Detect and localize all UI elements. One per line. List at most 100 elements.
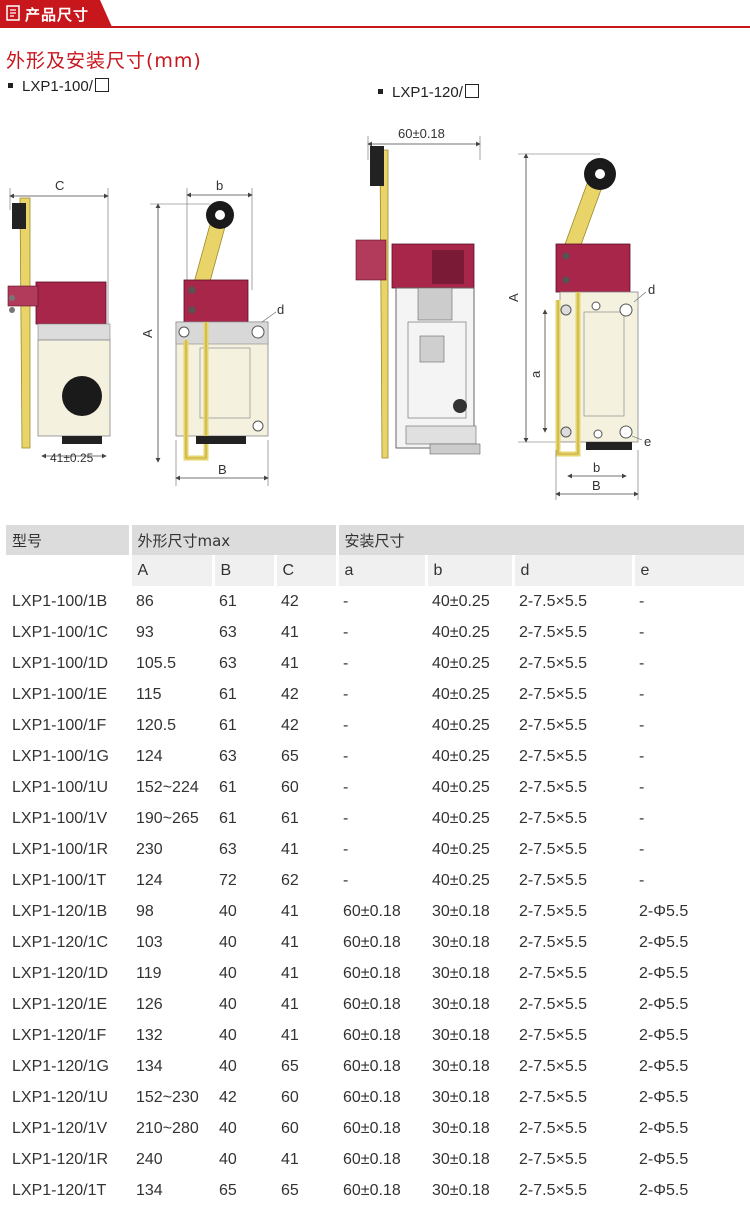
cell-B: 40 xyxy=(219,1119,237,1137)
cell-b: 40±0.25 xyxy=(432,685,490,703)
cell-C: 65 xyxy=(281,747,299,765)
cell-A: 240 xyxy=(136,1150,163,1168)
cell-A: 86 xyxy=(136,592,154,610)
square-placeholder-icon xyxy=(464,84,479,98)
cell-model: LXP1-100/1R xyxy=(12,840,109,858)
spec-table: 型号 外形尺寸max 安装尺寸 A B C a b d e LXP1-100/1… xyxy=(6,525,744,1206)
cell-b: 30±0.18 xyxy=(432,1088,490,1106)
cell-e: 2-Φ5.5 xyxy=(639,933,689,951)
cell-C: 61 xyxy=(281,809,299,827)
cell-b: 40±0.25 xyxy=(432,716,490,734)
cell-B: 61 xyxy=(219,716,237,734)
cell-A: 124 xyxy=(136,871,163,889)
dim-label-d-left: d xyxy=(277,302,284,317)
cell-model: LXP1-100/1T xyxy=(12,871,107,889)
cell-B: 63 xyxy=(219,840,237,858)
cell-e: 2-Φ5.5 xyxy=(639,902,689,920)
drawing-100-front: b A d B xyxy=(140,178,284,486)
cell-A: 152~230 xyxy=(136,1088,199,1106)
cell-d: 2-7.5×5.5 xyxy=(519,902,588,920)
cell-a: 60±0.18 xyxy=(343,933,401,951)
dim-label-60: 60±0.18 xyxy=(398,126,445,141)
cell-e: - xyxy=(639,685,645,703)
cell-B: 40 xyxy=(219,964,237,982)
cell-d: 2-7.5×5.5 xyxy=(519,592,588,610)
cell-C: 41 xyxy=(281,933,299,951)
page-title: 外形及安装尺寸(mm) xyxy=(6,50,202,72)
cell-e: 2-Φ5.5 xyxy=(639,1181,689,1199)
cell-B: 40 xyxy=(219,1150,237,1168)
cell-d: 2-7.5×5.5 xyxy=(519,871,588,889)
cell-model: LXP1-100/1V xyxy=(12,809,108,827)
cell-a: - xyxy=(343,840,349,858)
cell-d: 2-7.5×5.5 xyxy=(519,654,588,672)
cell-A: 190~265 xyxy=(136,809,199,827)
header-col-B: B xyxy=(211,555,275,586)
model-label-right: LXP1-120/ xyxy=(378,84,479,101)
cell-B: 61 xyxy=(219,809,237,827)
header-col-d: d xyxy=(511,555,633,586)
cell-B: 40 xyxy=(219,995,237,1013)
cell-A: 105.5 xyxy=(136,654,177,672)
cell-A: 93 xyxy=(136,623,154,641)
cell-A: 115 xyxy=(136,685,162,703)
cell-C: 60 xyxy=(281,778,299,796)
cell-a: 60±0.18 xyxy=(343,1026,401,1044)
header-col-a: a xyxy=(335,555,426,586)
cell-model: LXP1-100/1B xyxy=(12,592,108,610)
cell-A: 126 xyxy=(136,995,163,1013)
cell-a: - xyxy=(343,685,349,703)
cell-C: 42 xyxy=(281,685,299,703)
cell-C: 41 xyxy=(281,623,299,641)
cell-B: 40 xyxy=(219,1057,237,1075)
cell-model: LXP1-100/1U xyxy=(12,778,109,796)
cell-B: 61 xyxy=(219,778,237,796)
cell-model: LXP1-100/1E xyxy=(12,685,108,703)
cell-a: 60±0.18 xyxy=(343,1119,401,1137)
cell-C: 41 xyxy=(281,902,299,920)
cell-B: 63 xyxy=(219,747,237,765)
cell-model: LXP1-120/1R xyxy=(12,1150,109,1168)
table-header-columns: A B C a b d e xyxy=(6,555,744,586)
cell-b: 30±0.18 xyxy=(432,902,490,920)
cell-a: 60±0.18 xyxy=(343,1150,401,1168)
cell-e: 2-Φ5.5 xyxy=(639,1088,689,1106)
cell-A: 132 xyxy=(136,1026,163,1044)
cell-model: LXP1-120/1T xyxy=(12,1181,107,1199)
cell-b: 30±0.18 xyxy=(432,933,490,951)
table-header-groups: 型号 外形尺寸max 安装尺寸 xyxy=(6,525,744,555)
cell-C: 41 xyxy=(281,654,299,672)
cell-d: 2-7.5×5.5 xyxy=(519,964,588,982)
cell-model: LXP1-100/1D xyxy=(12,654,109,672)
cell-A: 152~224 xyxy=(136,778,199,796)
cell-A: 124 xyxy=(136,747,163,765)
cell-B: 40 xyxy=(219,933,237,951)
cell-C: 62 xyxy=(281,871,299,889)
header-model: 型号 xyxy=(6,525,130,555)
cell-d: 2-7.5×5.5 xyxy=(519,747,588,765)
cell-model: LXP1-100/1G xyxy=(12,747,109,765)
cell-d: 2-7.5×5.5 xyxy=(519,1181,588,1199)
cell-d: 2-7.5×5.5 xyxy=(519,716,588,734)
dim-label-b-left: b xyxy=(216,178,223,193)
cell-e: - xyxy=(639,654,645,672)
cell-b: 40±0.25 xyxy=(432,747,490,765)
cell-b: 30±0.18 xyxy=(432,1057,490,1075)
cell-model: LXP1-100/1C xyxy=(12,623,109,641)
cell-d: 2-7.5×5.5 xyxy=(519,933,588,951)
cell-A: 210~280 xyxy=(136,1119,199,1137)
cell-A: 134 xyxy=(136,1057,163,1075)
cell-e: 2-Φ5.5 xyxy=(639,995,689,1013)
cell-b: 30±0.18 xyxy=(432,995,490,1013)
cell-e: - xyxy=(639,840,645,858)
cell-A: 98 xyxy=(136,902,154,920)
cell-a: - xyxy=(343,623,349,641)
